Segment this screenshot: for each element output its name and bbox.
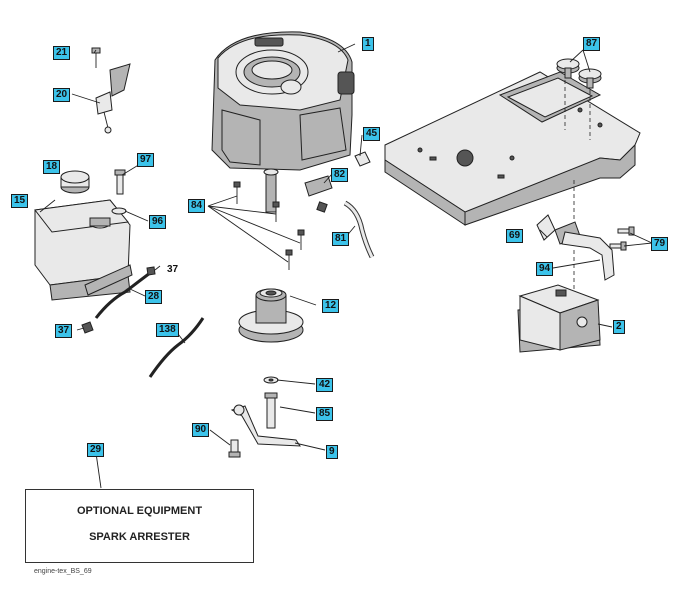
vent-hose [148,317,205,378]
callout-138: 138 [156,323,179,337]
callout-87: 87 [583,37,601,51]
callout-69: 69 [506,229,524,243]
tank-washer [111,207,127,215]
callout-15: 15 [11,194,29,208]
fuel-tank [34,199,133,301]
washer [263,376,279,384]
callout-20: 20 [53,88,71,102]
callout-45: 45 [363,127,381,141]
callout-84: 84 [188,199,206,213]
callout-37-top: 37 [167,264,179,275]
frame-knob-right [578,68,602,89]
fuel-cap [60,170,90,194]
tank-bolt [114,169,126,195]
mounting-bracket [230,404,301,447]
hose-clamp-top [146,266,156,276]
callout-81: 81 [332,232,350,246]
callout-85: 85 [316,407,334,421]
callout-29: 29 [87,443,105,457]
note-line-2: SPARK ARRESTER [89,531,190,543]
exhaust-screws [609,226,635,251]
callout-28: 28 [145,290,163,304]
hose-clamp-bottom [81,321,94,334]
throttle-screw [91,47,101,68]
engine [211,31,355,171]
callout-21: 21 [53,46,71,60]
callout-9: 9 [326,445,338,459]
optional-equipment-box: OPTIONAL EQUIPMENT SPARK ARRESTER [25,489,254,563]
callout-2: 2 [613,320,625,334]
file-label: engine-tex_BS_69 [34,568,92,575]
pulley-bolt [264,392,278,429]
callout-42: 42 [316,378,334,392]
callout-79: 79 [651,237,669,251]
engine-pulley [238,288,304,343]
frame-knob-left [556,58,580,79]
callout-94: 94 [536,262,554,276]
callout-12: 12 [322,299,340,313]
callout-96: 96 [149,215,167,229]
throttle-control [95,63,131,134]
callout-18: 18 [43,160,61,174]
muffler [517,284,601,353]
note-line-1: OPTIONAL EQUIPMENT [76,505,203,517]
fuel-hose [94,271,151,319]
crankshaft [263,168,279,213]
callout-37-bottom: 37 [55,324,73,338]
callout-97: 97 [137,153,155,167]
callout-1: 1 [362,37,374,51]
exhaust-pipe [561,231,615,281]
engine-frame [384,71,641,226]
callout-90: 90 [192,423,210,437]
callout-82: 82 [331,168,349,182]
bracket-bolt [228,439,241,458]
